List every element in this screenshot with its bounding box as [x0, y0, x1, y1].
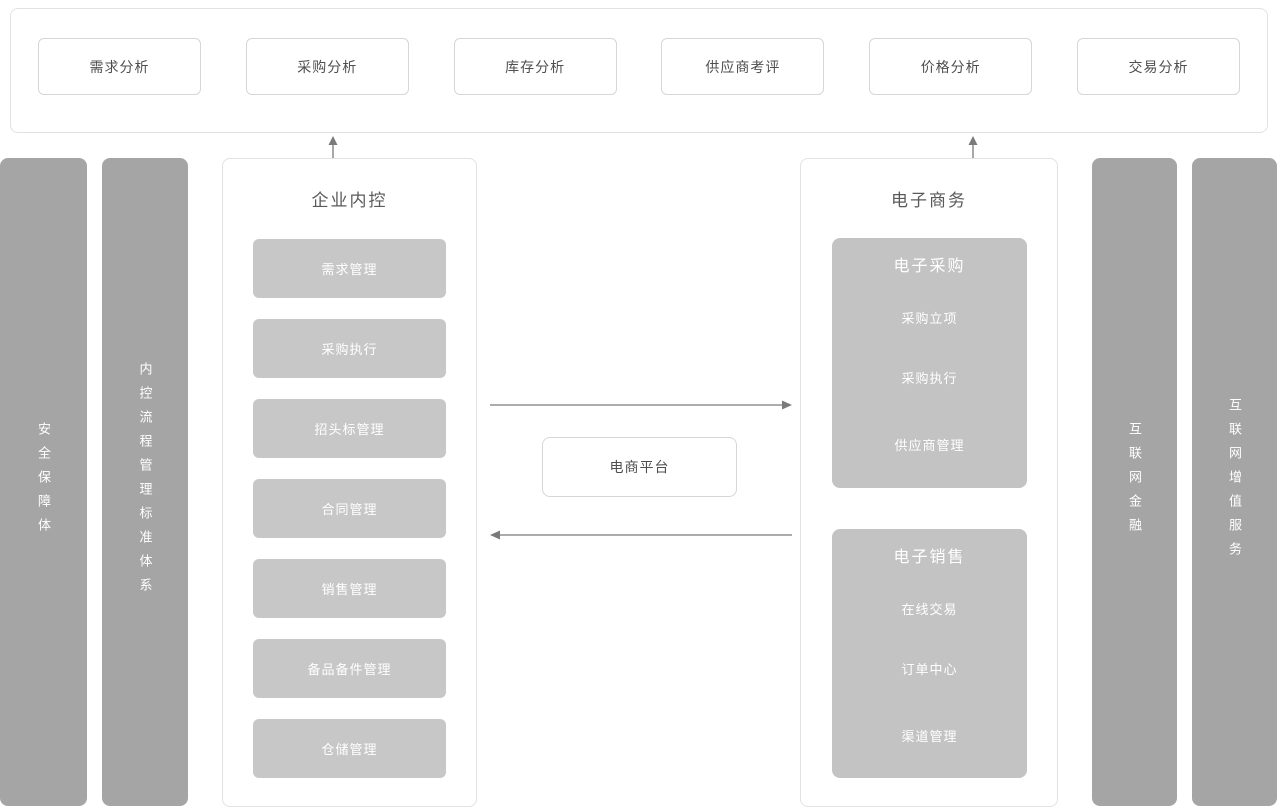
- group-e-procurement: 电子采购 采购立项 采购执行 供应商管理: [832, 238, 1027, 488]
- group-heading: 电子销售: [893, 549, 966, 566]
- module-label: 仓储管理: [321, 742, 378, 757]
- ecommerce-panel: 电子商务 电子采购 采购立项 采购执行 供应商管理 电子销售 在线交易 订单中心…: [800, 158, 1058, 807]
- group-item: 渠道管理: [901, 729, 958, 744]
- pillar-label: 互联网金融: [1127, 422, 1142, 542]
- module-label: 销售管理: [321, 582, 378, 597]
- group-e-sales: 电子销售 在线交易 订单中心 渠道管理: [832, 529, 1027, 778]
- analysis-box-label: 价格分析: [920, 58, 981, 75]
- module-label: 招头标管理: [314, 422, 385, 437]
- group-item: 订单中心: [901, 662, 958, 677]
- analysis-box-label: 交易分析: [1128, 58, 1189, 75]
- module-procurement-exec: 采购执行: [253, 319, 446, 378]
- group-heading: 电子采购: [893, 258, 966, 275]
- analysis-panel: 需求分析 采购分析 库存分析 供应商考评 价格分析 交易分析: [10, 8, 1268, 133]
- platform-label: 电商平台: [609, 459, 670, 475]
- analysis-box-label: 库存分析: [505, 58, 566, 75]
- analysis-box-procurement: 采购分析: [245, 38, 409, 95]
- group-item: 采购立项: [901, 311, 958, 326]
- left-arrow-connector: [490, 530, 792, 540]
- group-item: 采购执行: [901, 371, 958, 386]
- analysis-box-label: 需求分析: [89, 58, 150, 75]
- module-label: 需求管理: [321, 262, 378, 277]
- analysis-box-demand: 需求分析: [38, 38, 201, 95]
- ecommerce-platform-box: 电商平台: [542, 437, 737, 497]
- module-label: 合同管理: [321, 502, 378, 517]
- analysis-box-price: 价格分析: [869, 38, 1033, 95]
- module-demand-mgmt: 需求管理: [253, 239, 446, 298]
- pillar-control-standard-system: 内控流程管理标准体系: [102, 158, 188, 806]
- ecommerce-title: 电子商务: [891, 191, 967, 210]
- module-warehouse-mgmt: 仓储管理: [253, 719, 446, 778]
- internal-control-panel: 企业内控 需求管理 采购执行 招头标管理 合同管理 销售管理 备品备件管理 仓储…: [222, 158, 477, 807]
- module-spare-parts-mgmt: 备品备件管理: [253, 639, 446, 698]
- internal-control-title: 企业内控: [311, 191, 388, 210]
- pillar-label: 安全保障体: [36, 422, 51, 542]
- up-arrow-icon: [968, 136, 978, 158]
- pillar-label: 内控流程管理标准体系: [137, 362, 153, 602]
- up-arrow-icon: [328, 136, 338, 158]
- module-label: 采购执行: [321, 342, 378, 357]
- pillar-label: 互联网增值服务: [1227, 398, 1242, 566]
- pillar-internet-finance: 互联网金融: [1092, 158, 1177, 806]
- module-bidding-mgmt: 招头标管理: [253, 399, 446, 458]
- analysis-box-label: 供应商考评: [705, 58, 781, 75]
- right-arrow-connector: [490, 400, 792, 410]
- pillar-internet-value-added: 互联网增值服务: [1192, 158, 1277, 806]
- analysis-box-label: 采购分析: [297, 58, 358, 75]
- module-sales-mgmt: 销售管理: [253, 559, 446, 618]
- analysis-box-supplier: 供应商考评: [661, 38, 825, 95]
- group-item: 供应商管理: [894, 438, 965, 453]
- analysis-box-transaction: 交易分析: [1076, 38, 1240, 95]
- module-contract-mgmt: 合同管理: [253, 479, 446, 538]
- module-label: 备品备件管理: [307, 662, 392, 677]
- pillar-security-system: 安全保障体: [0, 158, 87, 806]
- group-item: 在线交易: [901, 602, 958, 617]
- analysis-box-inventory: 库存分析: [453, 38, 617, 95]
